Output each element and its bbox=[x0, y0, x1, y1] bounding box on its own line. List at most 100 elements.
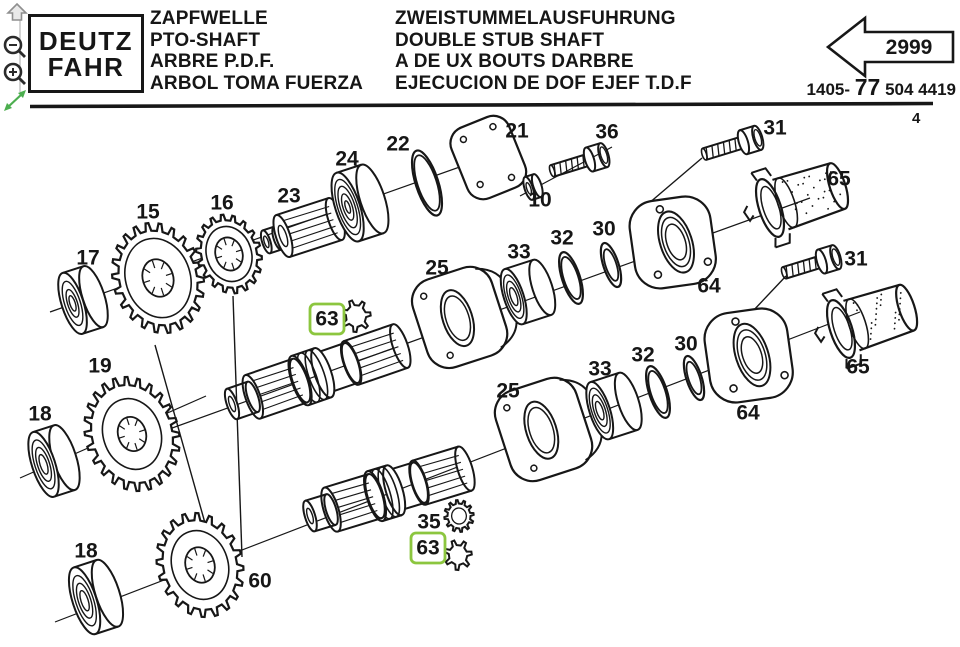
part-label-60: 60 bbox=[248, 570, 271, 593]
part-label-25: 25 bbox=[496, 380, 520, 403]
svg-text:23: 23 bbox=[277, 185, 300, 208]
svg-text:16: 16 bbox=[210, 192, 233, 215]
doc-number-group: 77 bbox=[854, 74, 881, 100]
svg-text:21: 21 bbox=[505, 120, 529, 143]
part-label-32: 32 bbox=[550, 227, 573, 250]
nav-back-arrow[interactable]: 2999 bbox=[818, 13, 960, 81]
svg-text:65: 65 bbox=[846, 356, 870, 379]
part-label-65: 65 bbox=[846, 356, 870, 379]
part-label-32: 32 bbox=[631, 344, 654, 367]
part-label-36: 36 bbox=[595, 121, 618, 144]
part-label-21: 21 bbox=[505, 120, 529, 143]
subtitle-en: DOUBLE STUB SHAFT bbox=[395, 29, 605, 51]
part-17-bearing bbox=[57, 264, 109, 336]
part-31-bolt-upper bbox=[700, 124, 765, 161]
page-number: 4 bbox=[912, 110, 921, 127]
part-label-30: 30 bbox=[592, 218, 615, 241]
svg-text:25: 25 bbox=[425, 257, 449, 280]
part-pto-shaft-upper bbox=[223, 323, 412, 421]
part-32-ring-lower bbox=[645, 365, 671, 419]
svg-text:64: 64 bbox=[697, 275, 721, 298]
part-22-oring bbox=[410, 149, 444, 217]
nav-arrow-number: 2999 bbox=[886, 36, 933, 59]
part-label-31: 31 bbox=[763, 117, 787, 140]
part-label-23: 23 bbox=[277, 185, 300, 208]
svg-text:32: 32 bbox=[550, 227, 573, 250]
part-33-bearing-lower bbox=[585, 371, 643, 441]
document-number: 1405- 77 504 4419 bbox=[760, 74, 956, 101]
assembly-line-gear15 bbox=[154, 344, 213, 549]
svg-text:36: 36 bbox=[595, 121, 618, 144]
svg-text:32: 32 bbox=[631, 344, 654, 367]
header-rule bbox=[29, 101, 934, 109]
leader-bolt-31-upper bbox=[647, 157, 703, 205]
part-label-33: 33 bbox=[507, 241, 530, 264]
svg-text:15: 15 bbox=[136, 201, 160, 224]
doc-number-suffix: 504 4419 bbox=[885, 80, 956, 99]
svg-text:22: 22 bbox=[386, 133, 409, 156]
title-block-right: ZWEISTUMMELAUSFUHRUNG DOUBLE STUB SHAFT … bbox=[395, 8, 692, 94]
part-60-gear bbox=[155, 511, 245, 619]
svg-text:24: 24 bbox=[335, 148, 359, 171]
svg-text:63: 63 bbox=[315, 308, 338, 331]
svg-text:19: 19 bbox=[88, 355, 111, 378]
part-label-17: 17 bbox=[76, 247, 99, 270]
svg-text:30: 30 bbox=[674, 333, 697, 356]
part-64-flange-lower bbox=[703, 307, 794, 404]
part-30-seal-ring-lower bbox=[682, 354, 706, 402]
part-31-bolt-lower bbox=[780, 244, 843, 280]
title-fr: ARBRE P.D.F. bbox=[150, 51, 275, 72]
part-32-ring-upper bbox=[558, 251, 584, 305]
title-block-left: ZAPFWELLE PTO-SHAFT ARBRE P.D.F. ARBOL T… bbox=[150, 8, 363, 94]
part-10-seal bbox=[522, 173, 544, 201]
svg-text:60: 60 bbox=[248, 570, 271, 593]
zoom-out-icon[interactable] bbox=[3, 35, 26, 58]
resize-arrows-icon[interactable] bbox=[4, 90, 26, 111]
part-label-22: 22 bbox=[386, 133, 409, 156]
part-65-cap-upper bbox=[742, 162, 850, 249]
part-label-31: 31 bbox=[844, 248, 868, 271]
part-label-16: 16 bbox=[210, 192, 233, 215]
svg-text:18: 18 bbox=[28, 403, 52, 426]
part-18-bearing-mid bbox=[27, 424, 81, 498]
svg-text:31: 31 bbox=[763, 117, 787, 140]
viewer-controls bbox=[3, 2, 28, 111]
logo-line-1: DEUTZ bbox=[38, 25, 134, 56]
subtitle-fr: A DE UX BOUTS DARBRE bbox=[395, 51, 634, 72]
assembly-line-gear16 bbox=[232, 295, 243, 558]
pan-up-icon[interactable] bbox=[6, 2, 28, 21]
title-de: ZAPFWELLE bbox=[150, 8, 268, 29]
part-label-18: 18 bbox=[28, 403, 52, 426]
deutz-fahr-logo: DEUTZ FAHR bbox=[28, 14, 144, 93]
part-label-18: 18 bbox=[74, 540, 98, 563]
part-25-housing-lower bbox=[493, 376, 603, 483]
logo-line-2: FAHR bbox=[47, 51, 125, 82]
part-label-63[interactable]: 63 bbox=[308, 302, 346, 336]
part-label-64: 64 bbox=[697, 275, 721, 298]
part-21-cover-plate bbox=[449, 114, 528, 201]
title-es: ARBOL TOMA FUERZA bbox=[150, 72, 364, 94]
part-label-63[interactable]: 63 bbox=[409, 531, 447, 565]
part-label-64: 64 bbox=[736, 402, 760, 425]
part-23-splined-shaft bbox=[272, 196, 346, 259]
svg-text:64: 64 bbox=[736, 402, 760, 425]
svg-text:30: 30 bbox=[592, 218, 615, 241]
svg-text:33: 33 bbox=[507, 241, 530, 264]
part-label-35: 35 bbox=[417, 511, 441, 534]
subtitle-de: ZWEISTUMMELAUSFUHRUNG bbox=[395, 8, 676, 29]
part-15-gear bbox=[110, 221, 206, 335]
part-label-19: 19 bbox=[88, 355, 111, 378]
zoom-in-icon[interactable] bbox=[3, 62, 26, 85]
part-label-65: 65 bbox=[827, 168, 851, 191]
svg-text:63: 63 bbox=[416, 537, 439, 560]
svg-text:18: 18 bbox=[74, 540, 98, 563]
doc-number-prefix: 1405- bbox=[806, 80, 851, 99]
part-63-lock-washer-lower bbox=[443, 539, 473, 572]
part-label-10: 10 bbox=[528, 189, 551, 212]
leader-bolt-31-lower bbox=[751, 275, 787, 313]
part-label-33: 33 bbox=[588, 358, 611, 381]
part-19-gear bbox=[83, 375, 181, 493]
svg-text:10: 10 bbox=[528, 189, 551, 212]
